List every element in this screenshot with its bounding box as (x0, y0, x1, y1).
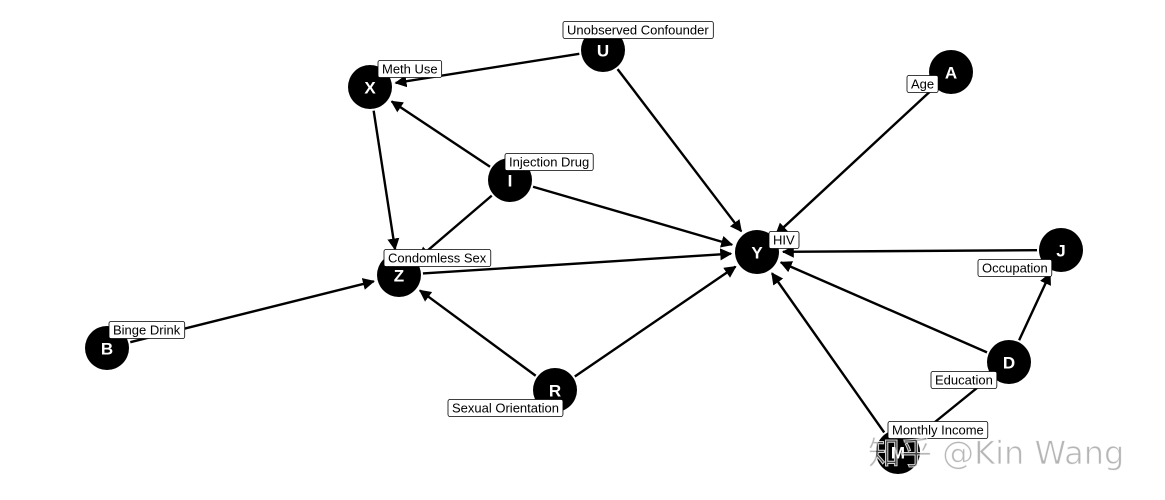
node-label-y: HIV (768, 231, 800, 249)
node-letter: Z (394, 267, 404, 286)
edge-i-to-z (417, 194, 493, 260)
watermark: 知乎 @Kin Wang (867, 434, 1125, 473)
node-label-text: Age (911, 77, 934, 92)
node-label-text: Binge Drink (113, 323, 181, 338)
node-label-x: Meth Use (377, 60, 443, 78)
node-label-box (108, 321, 186, 339)
node-circle[interactable] (987, 340, 1031, 384)
node-label-text: HIV (773, 233, 795, 248)
edge-r-to-y (574, 265, 737, 378)
node-label-r: Sexual Orientation (447, 399, 564, 417)
node-label-text: Injection Drug (509, 155, 589, 170)
edge-u-to-x (394, 52, 580, 88)
edge-u-to-y (616, 68, 743, 233)
node-label-box (562, 21, 714, 39)
node-label-box (887, 421, 989, 439)
edge-j-to-y (781, 245, 1038, 258)
node-circle[interactable] (735, 230, 779, 274)
edge-r-to-z (418, 289, 537, 377)
node-label-text: Monthly Income (892, 423, 984, 438)
node-letter: B (101, 340, 113, 359)
node-letter: M (891, 444, 905, 463)
node-circle[interactable] (876, 430, 920, 474)
node-label-j: Occupation (977, 259, 1053, 277)
node-y[interactable]: Y (735, 230, 779, 274)
edge-m-to-y (771, 272, 886, 434)
node-m[interactable]: M (876, 430, 920, 474)
node-label-box (768, 231, 800, 249)
node-label-a: Age (906, 75, 939, 93)
node-label-text: Sexual Orientation (452, 401, 559, 416)
node-label-u: Unobserved Confounder (562, 21, 714, 39)
node-letter: A (945, 64, 957, 83)
node-label-b: Binge Drink (108, 321, 186, 339)
node-letter: R (549, 382, 561, 401)
node-a[interactable]: A (929, 50, 973, 94)
node-label-text: Meth Use (382, 62, 438, 77)
node-letter: I (508, 172, 513, 191)
node-label-box (977, 259, 1053, 277)
node-label-i: Injection Drug (504, 153, 594, 171)
node-letter: J (1056, 242, 1065, 261)
edge-a-to-y (775, 87, 935, 236)
node-label-text: Unobserved Confounder (567, 23, 709, 38)
node-label-box (930, 371, 998, 389)
node-label-box (504, 153, 594, 171)
node-u[interactable]: U (581, 28, 625, 72)
node-label-text: Education (935, 373, 993, 388)
edge-d-to-y (779, 261, 988, 354)
node-letter: U (597, 42, 609, 61)
node-label-d: Education (930, 371, 998, 389)
edges-layer (129, 52, 1052, 437)
edge-i-to-x (390, 100, 491, 168)
node-label-z: Condomless Sex (383, 249, 492, 267)
edge-z-to-y (422, 248, 733, 275)
edge-x-to-z (372, 110, 400, 251)
node-label-text: Condomless Sex (388, 251, 487, 266)
node-circle[interactable] (581, 28, 625, 72)
node-label-box (377, 60, 443, 78)
node-label-box (383, 249, 492, 267)
node-label-box (447, 399, 564, 417)
node-circle[interactable] (929, 50, 973, 94)
node-label-m: Monthly Income (887, 421, 989, 439)
node-d[interactable]: D (987, 340, 1031, 384)
node-letter: Y (751, 244, 763, 263)
edge-i-to-y (532, 185, 734, 248)
node-label-text: Occupation (982, 261, 1048, 276)
node-label-box (906, 75, 939, 93)
node-letter: X (364, 79, 376, 98)
edge-d-to-j (1018, 272, 1052, 341)
node-letter: D (1003, 354, 1015, 373)
